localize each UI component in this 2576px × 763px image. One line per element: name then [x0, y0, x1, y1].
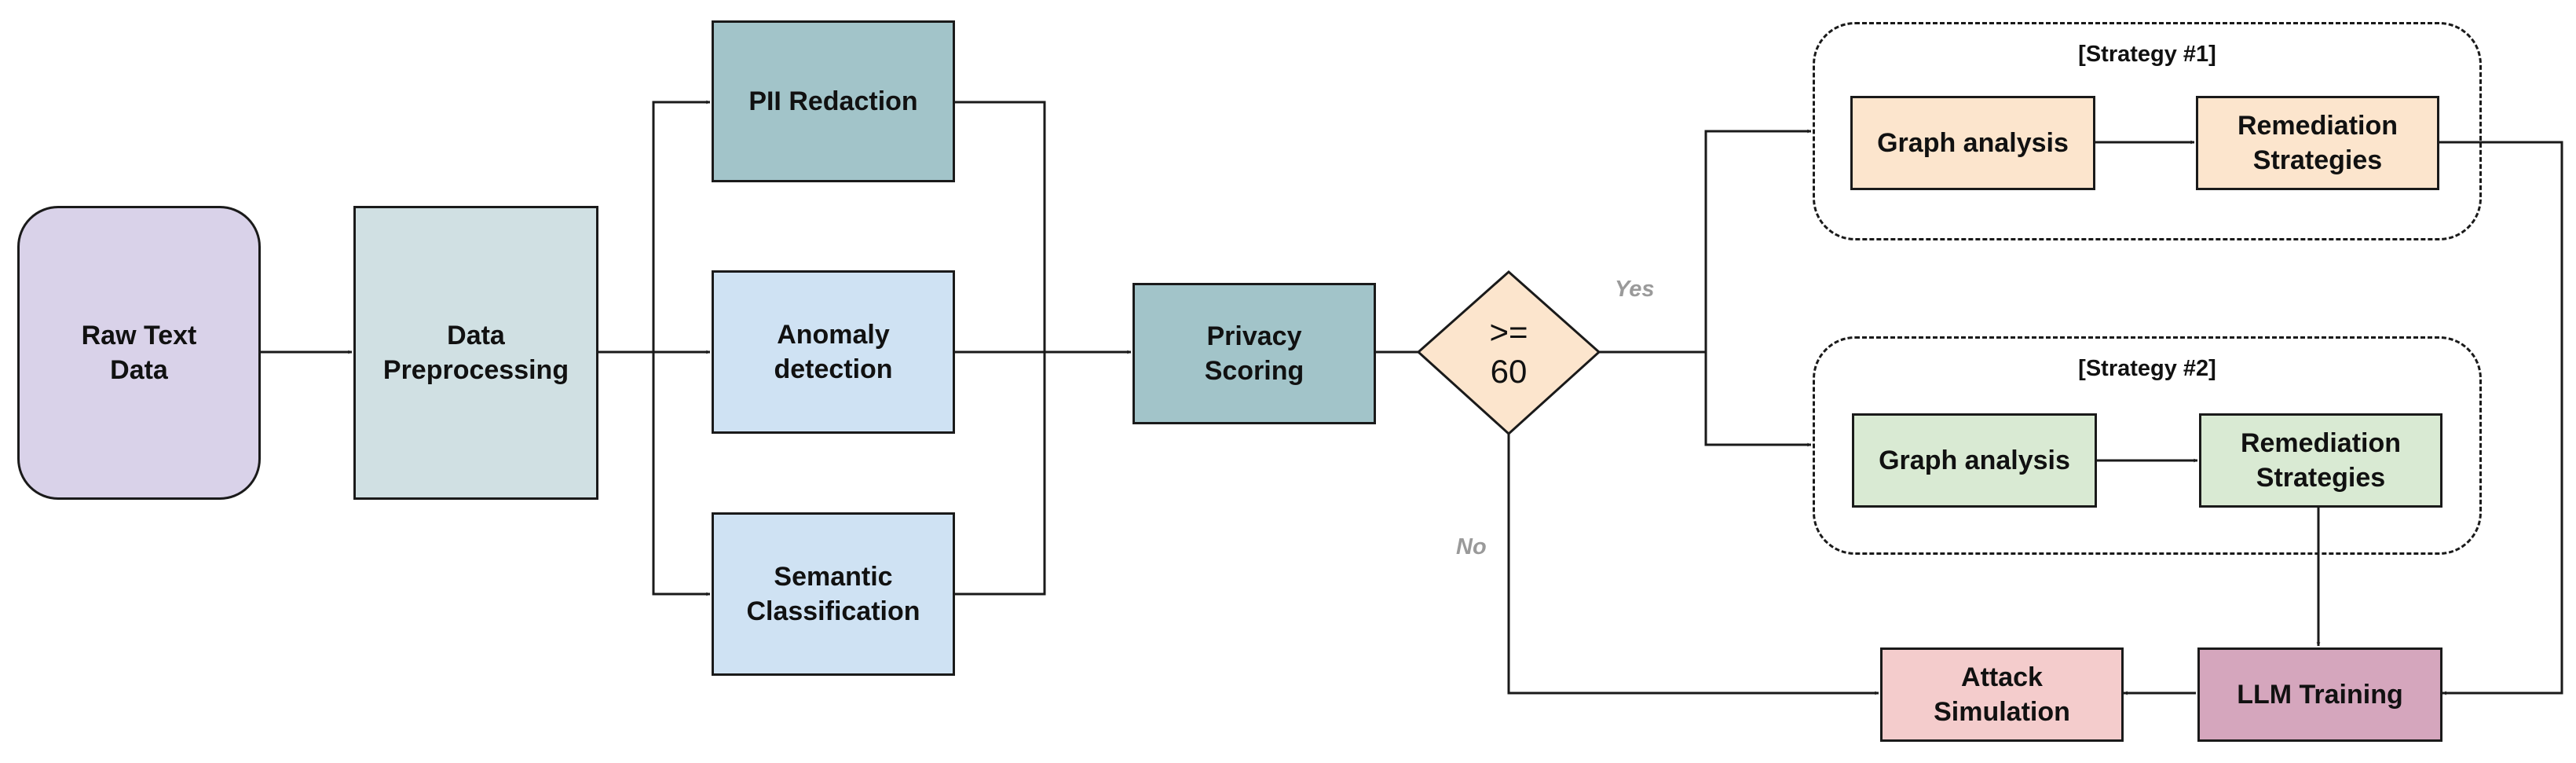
pii-redaction-node: PII Redaction — [712, 20, 955, 182]
strategy-1-title: [Strategy #1] — [2078, 42, 2216, 67]
edge-decision-to-strategy2 — [1704, 352, 1812, 447]
edge-decision-to-strategy1 — [1704, 129, 1812, 352]
strategy-1-graph-analysis-node: Graph analysis — [1850, 96, 2095, 190]
raw-text-data-node: Raw Text Data — [17, 206, 261, 500]
semantic-classification-node: Semantic Classification — [712, 512, 955, 676]
anomaly-detection-node: Anomaly detection — [712, 270, 955, 434]
strategy-2-remediation-node: Remediation Strategies — [2199, 413, 2442, 508]
llm-training-node: LLM Training — [2197, 647, 2442, 742]
edge-preprocessing-to-pii — [652, 100, 711, 352]
edge-decision-no — [1507, 434, 1879, 695]
strategy-2-title: [Strategy #2] — [2078, 356, 2216, 381]
strategy-2-group: [Strategy #2] — [1813, 336, 2482, 555]
strategy-2-graph-analysis-node: Graph analysis — [1852, 413, 2097, 508]
yes-edge-label: Yes — [1615, 277, 1655, 302]
strategy-1-remediation-node: Remediation Strategies — [2196, 96, 2439, 190]
data-preprocessing-node: Data Preprocessing — [353, 206, 598, 500]
edge-s1-to-llm — [2439, 141, 2563, 695]
strategy-1-group: [Strategy #1] — [1813, 22, 2482, 240]
privacy-scoring-node: Privacy Scoring — [1132, 283, 1376, 424]
edge-semantic-merge — [955, 352, 1046, 596]
edge-pii-merge — [955, 101, 1046, 352]
attack-simulation-node: Attack Simulation — [1880, 647, 2124, 742]
no-edge-label: No — [1456, 534, 1487, 559]
edge-preprocessing-to-semantic — [652, 352, 711, 596]
decision-threshold-label: >= 60 — [1489, 314, 1528, 390]
decision-diamond — [1416, 270, 1601, 436]
